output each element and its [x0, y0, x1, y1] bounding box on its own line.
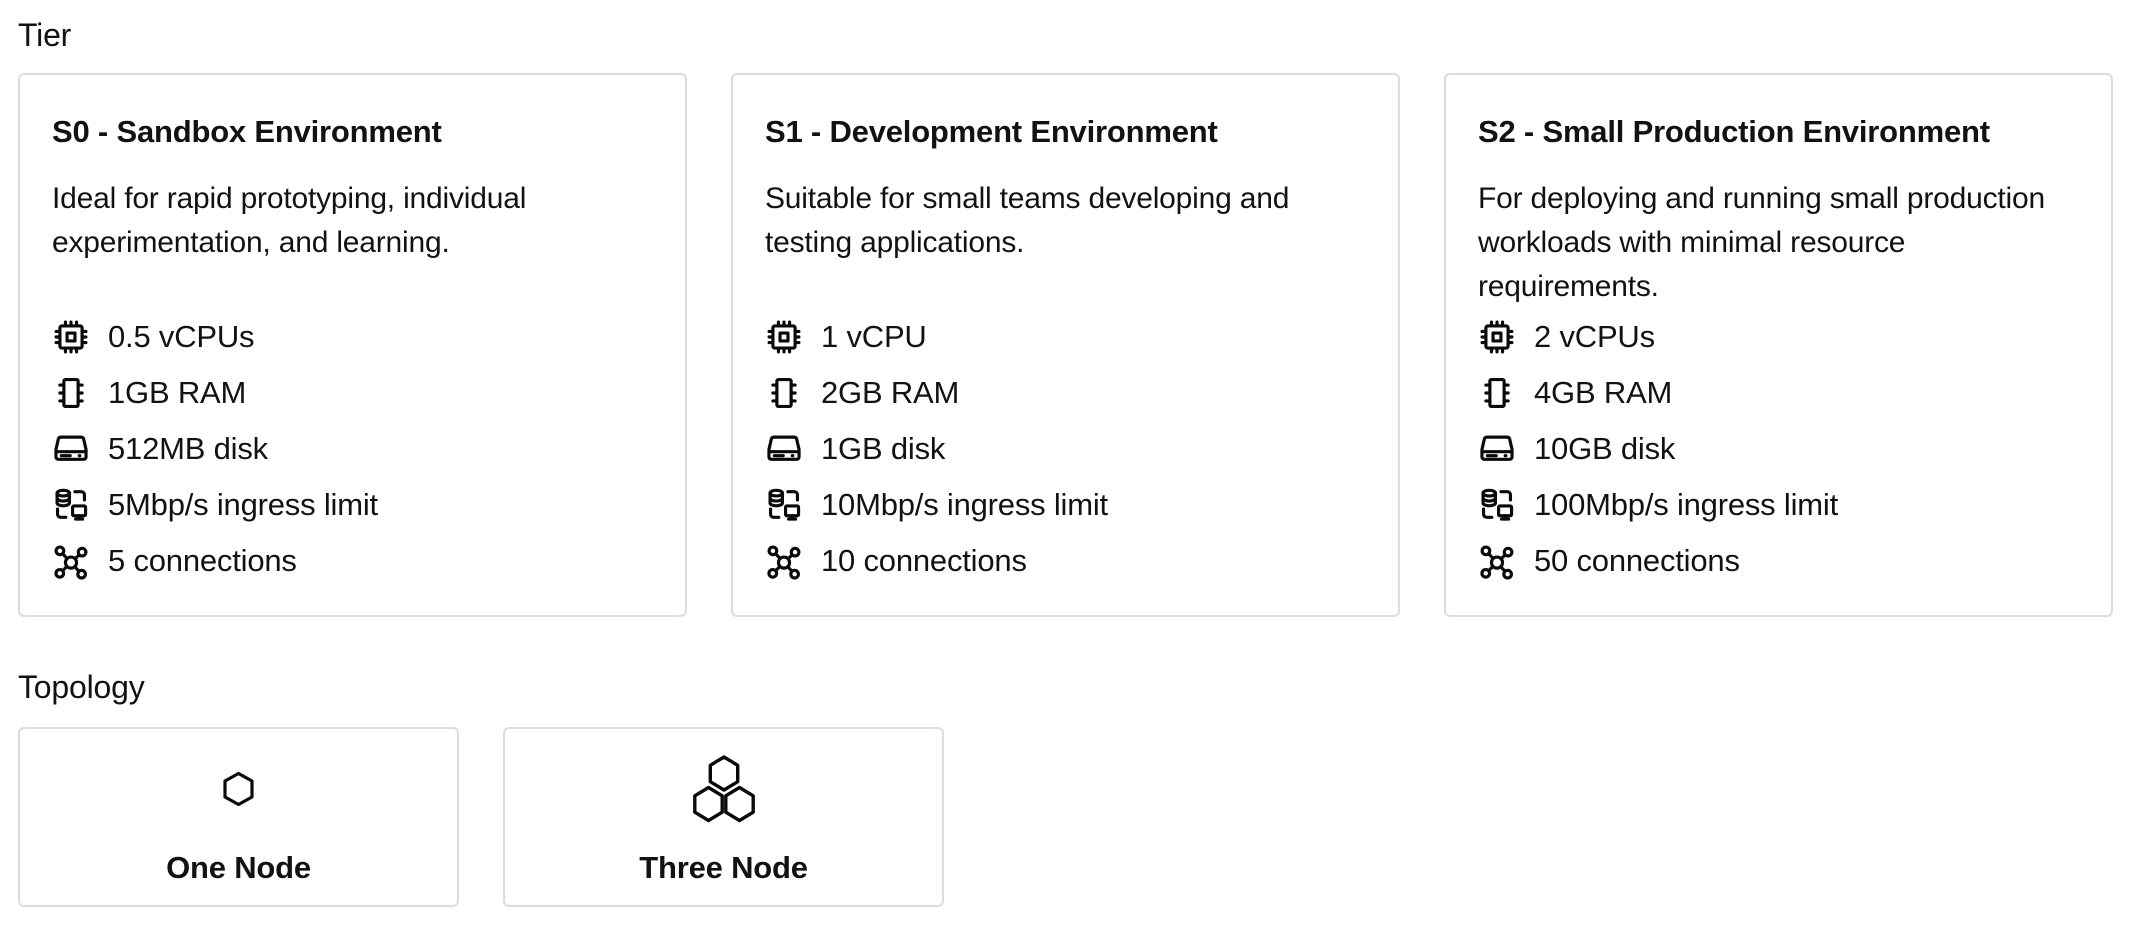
spec-row-cpu: 0.5 vCPUs [52, 309, 653, 365]
cpu-icon [1478, 318, 1516, 356]
connections-icon [765, 542, 803, 580]
topology-option-label: One Node [166, 850, 311, 885]
spec-text: 1 vCPU [821, 319, 927, 354]
ingress-icon [1478, 486, 1516, 524]
cpu-icon [765, 318, 803, 356]
spec-text: 5 connections [108, 543, 297, 578]
spec-row-disk: 10GB disk [1478, 421, 2079, 477]
spec-text: 2GB RAM [821, 375, 960, 410]
spec-text: 10GB disk [1534, 431, 1676, 466]
three-node-icon [689, 754, 759, 824]
tier-card-s1[interactable]: S1 - Development Environment Suitable fo… [731, 73, 1400, 617]
tier-card-title: S2 - Small Production Environment [1478, 114, 1990, 149]
topology-card-three-node[interactable]: Three Node [503, 727, 944, 907]
tier-card-description: For deploying and running small producti… [1478, 182, 2045, 303]
ingress-icon [765, 486, 803, 524]
spec-text: 10 connections [821, 543, 1027, 578]
spec-text: 5Mbp/s ingress limit [108, 487, 378, 522]
spec-text: 0.5 vCPUs [108, 319, 255, 354]
spec-row-disk: 512MB disk [52, 421, 653, 477]
cpu-icon [52, 318, 90, 356]
spec-row-ram: 2GB RAM [765, 365, 1366, 421]
spec-row-ingress: 10Mbp/s ingress limit [765, 477, 1366, 533]
topology-section-label: Topology [18, 669, 145, 705]
spec-row-connections: 50 connections [1478, 533, 2079, 589]
tier-card-s2[interactable]: S2 - Small Production Environment For de… [1444, 73, 2113, 617]
ram-icon [52, 374, 90, 412]
tier-spec-list: 0.5 vCPUs 1GB RAM 512MB disk 5Mbp/s ingr… [52, 309, 653, 589]
tier-spec-list: 2 vCPUs 4GB RAM 10GB disk 100Mbp/s ingre… [1478, 309, 2079, 589]
tier-card-description: Suitable for small teams developing and … [765, 182, 1290, 259]
topology-card-group: One Node Three Node [18, 727, 2113, 907]
connections-icon [52, 542, 90, 580]
spec-text: 10Mbp/s ingress limit [821, 487, 1108, 522]
spec-row-ingress: 5Mbp/s ingress limit [52, 477, 653, 533]
tier-card-title: S0 - Sandbox Environment [52, 114, 442, 149]
ram-icon [1478, 374, 1516, 412]
tier-card-description: Ideal for rapid prototyping, individual … [52, 182, 527, 259]
spec-row-ingress: 100Mbp/s ingress limit [1478, 477, 2079, 533]
tier-card-group: S0 - Sandbox Environment Ideal for rapid… [18, 73, 2113, 617]
spec-row-cpu: 1 vCPU [765, 309, 1366, 365]
spec-text: 2 vCPUs [1534, 319, 1655, 354]
spec-row-ram: 1GB RAM [52, 365, 653, 421]
ram-icon [765, 374, 803, 412]
spec-row-ram: 4GB RAM [1478, 365, 2079, 421]
topology-card-one-node[interactable]: One Node [18, 727, 459, 907]
spec-text: 100Mbp/s ingress limit [1534, 487, 1838, 522]
connections-icon [1478, 542, 1516, 580]
topology-option-label: Three Node [639, 850, 808, 885]
tier-card-s0[interactable]: S0 - Sandbox Environment Ideal for rapid… [18, 73, 687, 617]
disk-icon [765, 430, 803, 468]
tier-spec-list: 1 vCPU 2GB RAM 1GB disk 10Mbp/s ingress … [765, 309, 1366, 589]
disk-icon [1478, 430, 1516, 468]
spec-text: 50 connections [1534, 543, 1740, 578]
spec-text: 1GB disk [821, 431, 946, 466]
spec-row-connections: 10 connections [765, 533, 1366, 589]
one-node-icon [222, 771, 255, 807]
spec-row-connections: 5 connections [52, 533, 653, 589]
spec-row-disk: 1GB disk [765, 421, 1366, 477]
tier-section-label: Tier [18, 17, 72, 53]
topology-icon-wrap [689, 739, 759, 839]
tier-card-title: S1 - Development Environment [765, 114, 1218, 149]
topology-icon-wrap [222, 739, 255, 839]
spec-text: 512MB disk [108, 431, 268, 466]
disk-icon [52, 430, 90, 468]
ingress-icon [52, 486, 90, 524]
spec-text: 4GB RAM [1534, 375, 1673, 410]
spec-row-cpu: 2 vCPUs [1478, 309, 2079, 365]
spec-text: 1GB RAM [108, 375, 247, 410]
